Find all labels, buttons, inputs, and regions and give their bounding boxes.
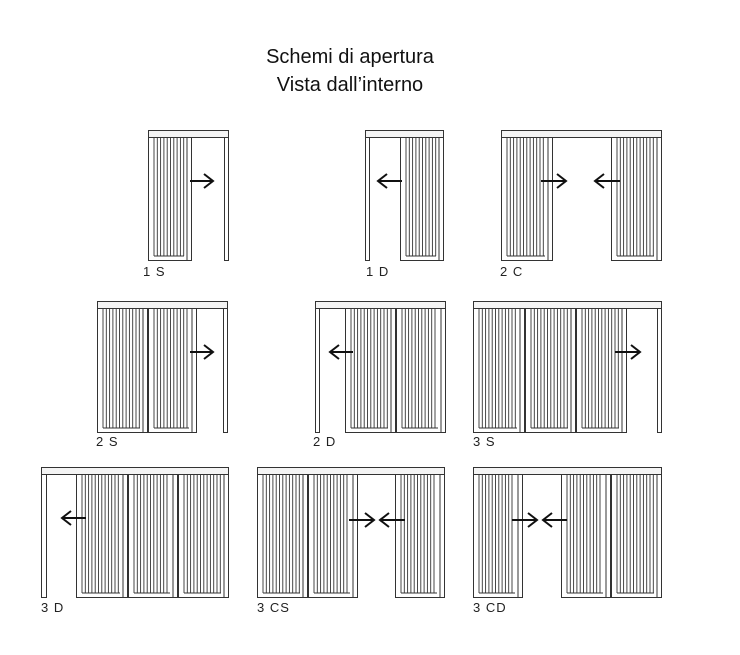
scheme-2-s	[97, 301, 228, 433]
top-rail	[41, 467, 229, 475]
blind-panel	[611, 474, 662, 598]
scheme-label: 2 C	[500, 264, 524, 279]
panel-frame	[128, 474, 178, 598]
blind-panel	[473, 308, 525, 433]
panel-frame	[396, 308, 446, 433]
arrow-left-icon	[60, 510, 86, 526]
blind-panel	[257, 474, 308, 598]
side-post	[315, 308, 320, 433]
scheme-label: 3 CD	[473, 600, 507, 615]
top-rail	[501, 130, 662, 138]
arrow-left-icon	[541, 512, 567, 528]
blind-panel	[611, 137, 662, 261]
blind-panel	[128, 474, 178, 598]
arrow-head	[60, 510, 72, 526]
blind-panel	[473, 474, 523, 598]
arrow-head	[364, 512, 376, 528]
arrow-head	[328, 344, 340, 360]
scheme-label: 3 D	[41, 600, 65, 615]
blind-panel	[561, 474, 611, 598]
side-post	[41, 474, 47, 598]
panel-frame	[308, 474, 358, 598]
arrow-head	[593, 173, 605, 189]
scheme-3-cs	[257, 467, 445, 598]
panel-frame	[148, 137, 192, 261]
scheme-3-s	[473, 301, 662, 433]
scheme-1-d	[365, 130, 444, 261]
scheme-1-s	[148, 130, 229, 261]
arrow-right-icon	[349, 512, 376, 528]
panel-frame	[561, 474, 611, 598]
arrow-right-icon	[512, 512, 539, 528]
scheme-label: 2 S	[96, 434, 119, 449]
scheme-label: 3 CS	[257, 600, 290, 615]
arrow-head	[527, 512, 539, 528]
arrow-head	[378, 512, 390, 528]
arrow-head	[203, 173, 215, 189]
blind-panel	[308, 474, 358, 598]
top-rail	[473, 467, 662, 475]
scheme-label: 1 S	[143, 264, 166, 279]
scheme-2-d	[315, 301, 446, 433]
arrow-head	[203, 344, 215, 360]
scheme-label: 2 D	[313, 434, 337, 449]
arrow-head	[541, 512, 553, 528]
scheme-2-c	[501, 130, 662, 261]
arrow-head	[630, 344, 642, 360]
blind-panel	[501, 137, 553, 261]
top-rail	[257, 467, 445, 475]
arrow-left-icon	[378, 512, 405, 528]
arrow-right-icon	[190, 344, 215, 360]
arrow-head	[556, 173, 568, 189]
blind-panel	[396, 308, 446, 433]
arrow-right-icon	[541, 173, 568, 189]
blind-panel	[400, 137, 444, 261]
blind-panel	[76, 474, 128, 598]
blind-panel	[178, 474, 229, 598]
panel-frame	[400, 137, 444, 261]
top-rail	[365, 130, 444, 138]
title-line-2: Vista dall’interno	[276, 74, 424, 96]
side-post	[657, 308, 662, 433]
scheme-3-cd	[473, 467, 662, 598]
title-line-1: Schemi di apertura	[266, 46, 434, 68]
top-rail	[315, 301, 446, 309]
arrow-left-icon	[328, 344, 353, 360]
arrow-right-icon	[190, 173, 215, 189]
scheme-label: 3 S	[473, 434, 496, 449]
blind-panel	[148, 308, 197, 433]
blind-panel	[395, 474, 445, 598]
blind-panel	[148, 137, 192, 261]
top-rail	[473, 301, 662, 309]
top-rail	[148, 130, 229, 138]
blind-panel	[345, 308, 396, 433]
side-post	[224, 137, 229, 261]
blind-panel	[97, 308, 148, 433]
side-post	[365, 137, 370, 261]
arrow-right-icon	[615, 344, 642, 360]
scheme-label: 1 D	[366, 264, 390, 279]
arrow-left-icon	[593, 173, 620, 189]
panel-frame	[395, 474, 445, 598]
panel-frame	[148, 308, 197, 433]
arrow-left-icon	[376, 173, 402, 189]
blind-panel	[525, 308, 576, 433]
blind-panel	[576, 308, 627, 433]
top-rail	[97, 301, 228, 309]
side-post	[223, 308, 228, 433]
scheme-3-d	[41, 467, 229, 598]
arrow-head	[376, 173, 388, 189]
panel-frame	[473, 474, 523, 598]
